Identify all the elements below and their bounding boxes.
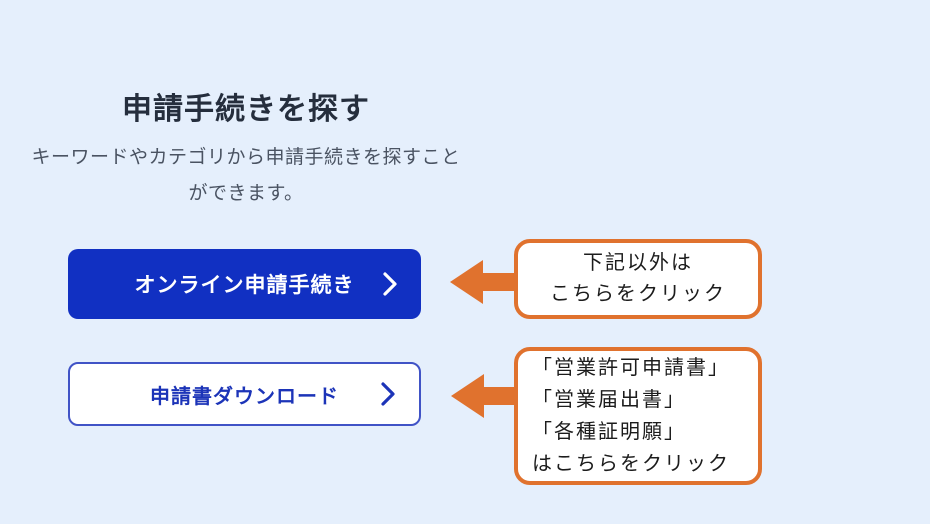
- online-button-callout: 下記以外は こちらをクリック: [514, 239, 762, 319]
- callout-arrow-left-icon: [451, 373, 519, 419]
- chevron-right-icon: [381, 382, 395, 406]
- subtitle-line-2: ができます。: [188, 183, 304, 204]
- online-application-button-label: オンライン申請手続き: [134, 274, 355, 297]
- page-subtitle: キーワードやカテゴリから申請手続きを探すこと ができます。: [0, 140, 492, 212]
- online-callout-line: こちらをクリック: [550, 283, 726, 305]
- download-callout-line: 「営業届出書」: [532, 389, 686, 411]
- download-callout-line: はこちらをクリック: [532, 453, 730, 475]
- download-callout-line: 「各種証明願」: [532, 421, 686, 443]
- subtitle-line-1: キーワードやカテゴリから申請手続きを探すこと: [31, 147, 461, 168]
- form-download-button-label: 申請書ダウンロード: [150, 385, 339, 408]
- online-application-button[interactable]: オンライン申請手続き: [68, 249, 421, 319]
- chevron-right-icon: [383, 272, 397, 296]
- page-title: 申請手続きを探す: [122, 93, 370, 126]
- callout-arrow-left-icon: [450, 259, 518, 305]
- download-callout-line: 「営業許可申請書」: [532, 357, 730, 379]
- download-button-callout: 「営業許可申請書」 「営業届出書」 「各種証明願」 はこちらをクリック: [514, 347, 762, 485]
- form-download-button[interactable]: 申請書ダウンロード: [68, 362, 421, 426]
- online-callout-line: 下記以外は: [583, 252, 693, 274]
